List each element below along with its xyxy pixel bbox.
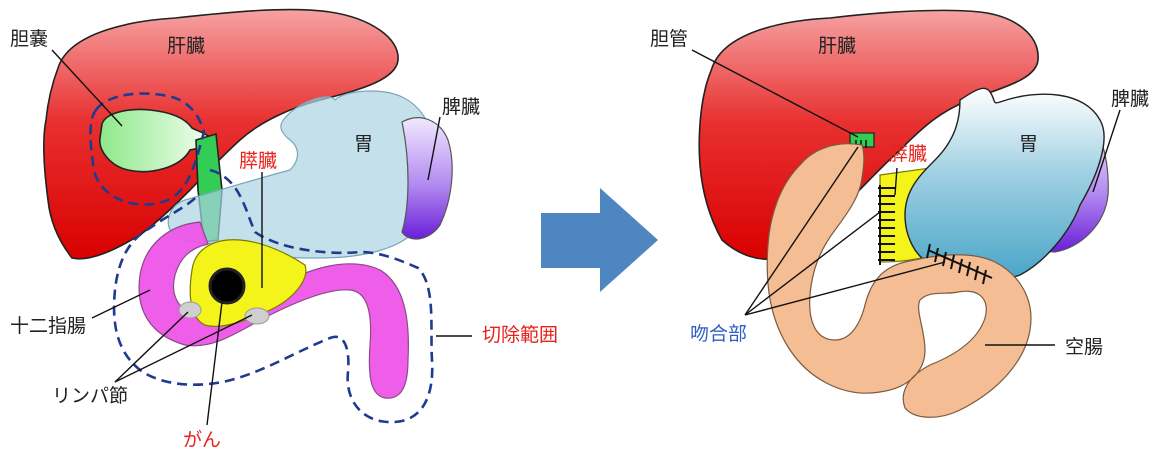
label-pancreas-left: 膵臓 xyxy=(239,150,277,172)
label-bile-duct: 胆管 xyxy=(650,28,688,50)
label-pancreas-right: 膵臓 xyxy=(889,143,927,165)
label-liver-right: 肝臓 xyxy=(818,35,856,57)
label-stomach-right: 胃 xyxy=(1019,133,1038,155)
label-resection-range: 切除範囲 xyxy=(482,324,558,346)
label-lymph-nodes: リンパ節 xyxy=(52,385,128,407)
spleen-left xyxy=(402,118,452,239)
right-diagram xyxy=(699,10,1108,417)
label-gallbladder: 胆嚢 xyxy=(10,28,48,50)
label-cancer: がん xyxy=(183,429,221,451)
cancer-mass xyxy=(210,269,244,303)
transition-arrow xyxy=(541,188,658,292)
label-stomach-left: 胃 xyxy=(354,133,373,155)
label-liver-left: 肝臓 xyxy=(167,35,205,57)
left-diagram xyxy=(44,10,452,423)
label-spleen-right: 脾臓 xyxy=(1111,88,1149,110)
label-spleen-left: 脾臓 xyxy=(442,96,480,118)
label-anastomosis: 吻合部 xyxy=(690,323,747,345)
lymph-node-1 xyxy=(179,302,201,318)
label-duodenum: 十二指腸 xyxy=(10,315,86,337)
label-jejunum: 空腸 xyxy=(1065,336,1103,358)
